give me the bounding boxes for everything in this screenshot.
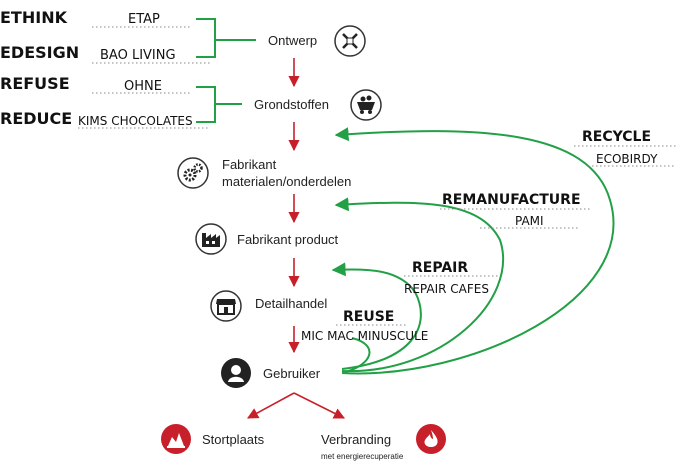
step-fabrikant-sublabel: materialen/onderdelen <box>222 174 351 189</box>
loop-example: PAMI <box>515 214 544 228</box>
loop-remanufacture: REMANUFACTURE PAMI <box>440 192 590 229</box>
loop-example: REPAIR CAFES <box>404 282 489 296</box>
loop-repair-arrow <box>331 262 422 370</box>
loop-reuse-arrow <box>344 337 371 373</box>
gears-icon <box>177 157 209 189</box>
step-ontwerp-label: Ontwerp <box>268 33 317 48</box>
loop-name: REMANUFACTURE <box>442 192 581 208</box>
loop-example: MIC MAC MINUSCULE <box>301 329 428 343</box>
loop-recycle-arrow <box>334 127 615 375</box>
loop-name: REPAIR <box>412 260 468 276</box>
bracket-materials <box>196 86 242 123</box>
step-gebruiker-label: Gebruiker <box>263 366 321 381</box>
strategy-name: REDUCE <box>0 109 72 128</box>
user-icon <box>221 358 251 388</box>
loop-reuse: REUSE MIC MAC MINUSCULE <box>301 309 428 343</box>
loop-example: ECOBIRDY <box>596 152 658 166</box>
loop-remanufacture-arrow <box>334 197 505 373</box>
strategy-name: EDESIGN <box>0 43 79 62</box>
loop-repair: REPAIR REPAIR CAFES <box>404 260 500 296</box>
strategy-example: ETAP <box>128 12 160 27</box>
mining-cart-icon <box>350 89 382 121</box>
step-fabrikant-label: Fabrikant <box>222 157 277 172</box>
step-fabrikant-product-label: Fabrikant product <box>237 232 339 247</box>
bracket-design <box>196 18 256 58</box>
flame-icon <box>416 424 446 454</box>
loop-name: RECYCLE <box>582 129 651 145</box>
arrow-to-landfill <box>247 392 295 419</box>
strategy-example: OHNE <box>124 79 162 94</box>
endpoint-incineration-sublabel: met energierecuperatie <box>321 452 404 461</box>
landfill-icon <box>161 424 191 454</box>
strategy-name: REFUSE <box>0 74 70 93</box>
strategy-example: BAO LIVING <box>100 48 176 63</box>
strategy-reduce: REDUCE KIMS CHOCOLATES <box>0 109 208 129</box>
factory-icon <box>195 223 227 255</box>
loop-name: REUSE <box>343 309 394 325</box>
endpoint-landfill-label: Stortplaats <box>202 432 265 447</box>
strategy-refuse: REFUSE OHNE <box>0 74 190 94</box>
arrow-to-incineration <box>293 392 346 419</box>
step-detailhandel-label: Detailhandel <box>255 296 327 311</box>
strategy-example: KIMS CHOCOLATES <box>78 114 193 128</box>
strategy-ethink: ETHINK ETAP <box>0 8 190 28</box>
strategy-name: ETHINK <box>0 8 68 27</box>
step-grondstoffen-label: Grondstoffen <box>254 97 329 112</box>
strategy-edesign: EDESIGN BAO LIVING <box>0 43 210 64</box>
shop-icon <box>210 290 242 322</box>
endpoint-incineration-label: Verbranding <box>321 432 391 447</box>
loop-recycle: RECYCLE ECOBIRDY <box>574 129 676 167</box>
pencil-ruler-icon <box>334 25 366 57</box>
